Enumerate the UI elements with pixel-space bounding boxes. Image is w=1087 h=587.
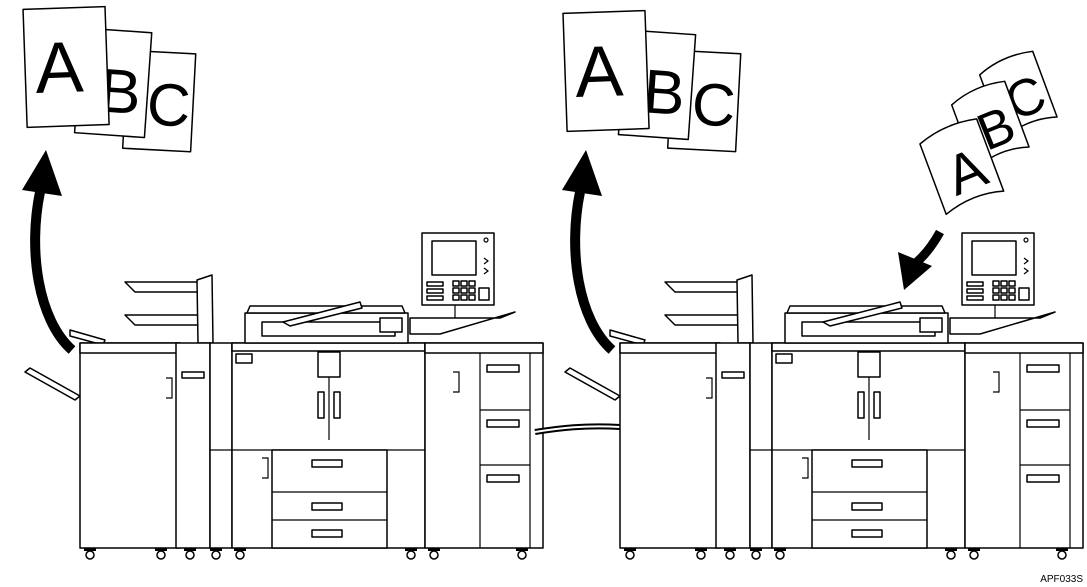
- sheet-letter: C: [145, 70, 192, 139]
- figure-code: APF033S: [1040, 574, 1083, 585]
- sheet-letter: A: [574, 31, 625, 113]
- sheet-a-left: A: [22, 5, 110, 129]
- output-arrow-right: [562, 150, 612, 350]
- input-sheets-right: C B A: [919, 50, 1058, 216]
- sheet-letter: C: [690, 70, 737, 139]
- output-sheets-right: C B A: [562, 9, 742, 153]
- sheet-a-right: A: [562, 9, 650, 133]
- sheet-letter: A: [34, 27, 85, 109]
- output-arrow-left: [22, 150, 72, 350]
- input-arrow: [898, 229, 944, 290]
- input-sheet-a: A: [919, 118, 1005, 216]
- output-sheets-left: C B A: [22, 5, 197, 153]
- printer-system-right: [564, 232, 1084, 560]
- printer-system-left: [24, 232, 544, 560]
